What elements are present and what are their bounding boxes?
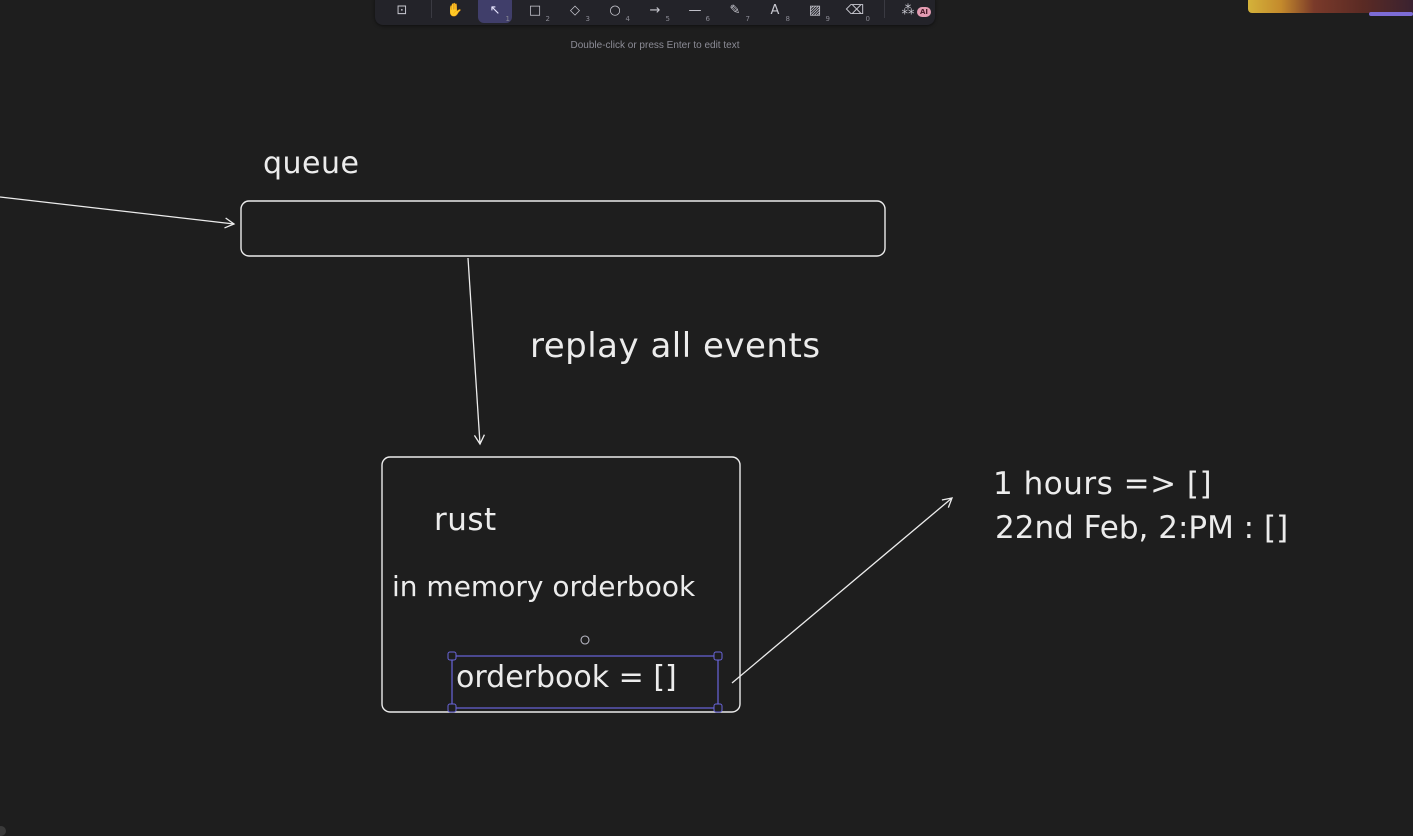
text-icon[interactable]: A 8 (770, 3, 790, 23)
lock-icon[interactable]: ⊡ (396, 3, 408, 18)
selection-frame (451, 655, 719, 709)
edit-hint: Double-click or press Enter to edit text (570, 40, 740, 51)
eraser-icon[interactable]: ⌫ 0 (845, 3, 870, 23)
line-icon[interactable]: — 6 (688, 3, 711, 23)
collaborator-video-thumbnail[interactable] (1248, 0, 1413, 16)
toolbar-divider (431, 0, 432, 18)
hand-icon[interactable]: ✋ (446, 3, 464, 18)
corner-indicator (0, 826, 6, 836)
selection-handles[interactable] (447, 651, 723, 713)
queue-box[interactable] (240, 200, 886, 257)
arrow-icon[interactable]: → 5 (649, 3, 670, 23)
rust-box[interactable] (381, 456, 741, 713)
in-memory-label[interactable]: in memory orderbook (392, 570, 696, 603)
replay-label[interactable]: replay all events (530, 326, 821, 366)
image-icon[interactable]: ▨ 9 (808, 3, 830, 23)
selection-icon[interactable]: ↖ 1 (478, 0, 512, 23)
incoming-arrow[interactable] (0, 196, 236, 229)
snapshot-arrow[interactable] (731, 497, 954, 684)
toolbar-divider (884, 0, 885, 18)
ellipse-icon[interactable]: ○ 4 (609, 3, 630, 23)
diamond-icon[interactable]: ◇ 3 (570, 3, 590, 23)
pencil-icon[interactable]: ✎ 7 (729, 3, 750, 23)
replay-arrow[interactable] (467, 257, 485, 446)
main-toolbar: ⊡ ✋ ↖ 1 □ 2 ◇ 3 ○ 4 → 5 — 6 ✎ 7 A 8 ▨ 9 … (375, 0, 935, 25)
rotation-handle[interactable] (580, 635, 590, 645)
orderbook-label[interactable]: orderbook = [] (456, 660, 677, 695)
rectangle-icon[interactable]: □ 2 (528, 3, 550, 23)
collaborator-accent (1369, 12, 1413, 16)
rust-label[interactable]: rust (434, 502, 497, 538)
note-line-1[interactable]: 1 hours => [] (993, 466, 1213, 502)
note-line-2[interactable]: 22nd Feb, 2:PM : [] (995, 510, 1289, 546)
ai-badge: AI (916, 6, 931, 17)
shapes-icon[interactable]: ⁂ AI (891, 0, 931, 23)
queue-label[interactable]: queue (263, 146, 360, 181)
